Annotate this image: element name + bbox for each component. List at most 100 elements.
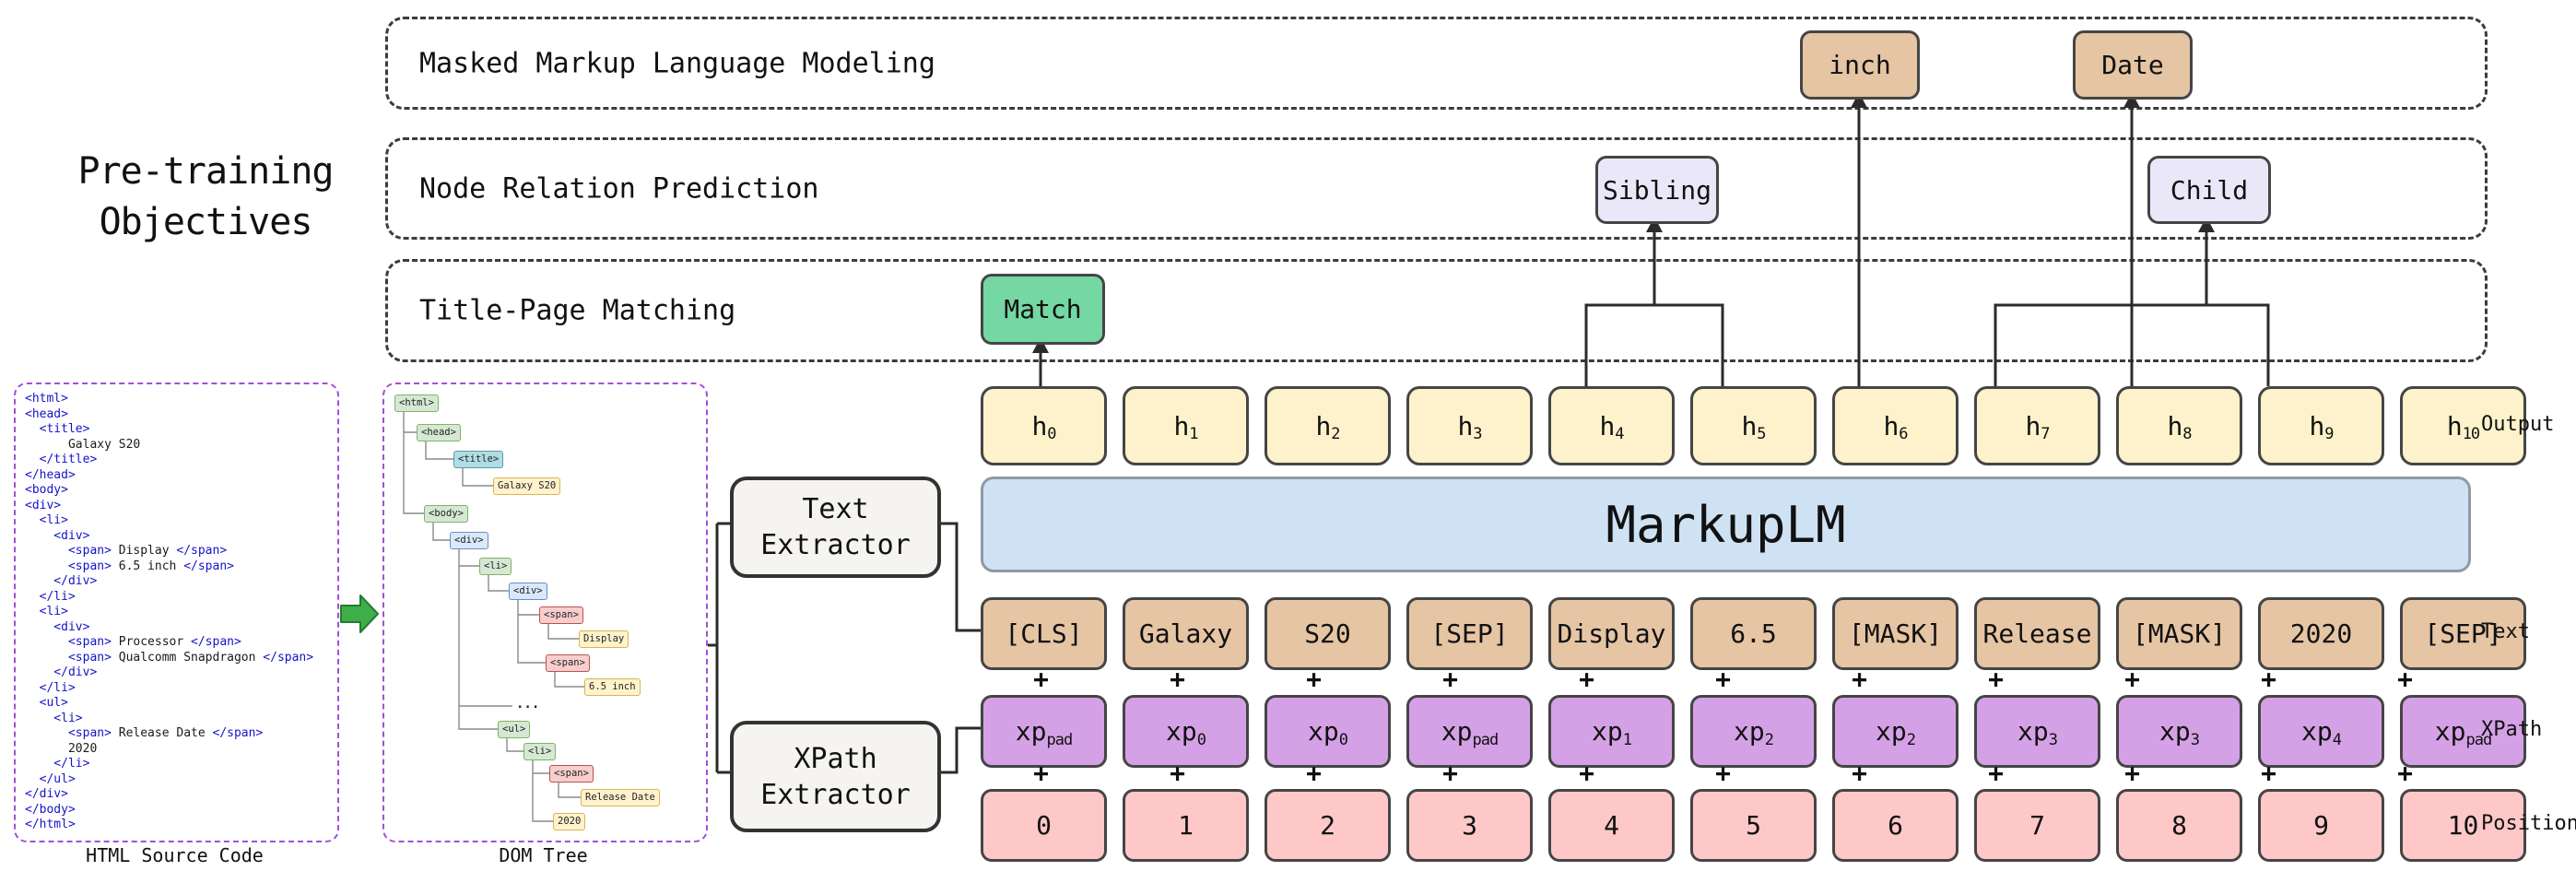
dom-node-head: <head> [417, 424, 461, 441]
code-line: </li> [25, 680, 76, 695]
row-label-text: Text [2481, 620, 2530, 643]
plus-sign: + [2397, 664, 2413, 694]
pretraining-objectives-title-line2: Objectives [99, 201, 313, 243]
text-extractor-label-line2: Extractor [760, 529, 911, 561]
plus-sign: + [1170, 664, 1185, 694]
token-date: Date [2073, 30, 2193, 100]
dom-node-html: <html> [394, 394, 439, 412]
dom-node-ellipsis: ... [516, 697, 540, 712]
code-line: <li> [25, 605, 68, 618]
code-line: </head> [25, 467, 76, 482]
position-token: 9 [2258, 789, 2384, 862]
dom-node-div: <div> [450, 532, 488, 549]
code-line: Galaxy S20 [25, 437, 141, 452]
dom-node-65-inch: 6.5 inch [584, 678, 641, 696]
position-token: 0 [981, 789, 1107, 862]
objective-box-nrp: Node Relation Prediction [385, 137, 2488, 240]
dom-node-li2: <li> [523, 743, 557, 760]
plus-sign: + [2124, 758, 2140, 788]
dom-node-display: Display [579, 630, 629, 648]
dom-node-span3: <span> [549, 765, 594, 783]
code-line: </div> [25, 665, 98, 679]
text-token: Display [1548, 597, 1675, 670]
code-line: <ul> [25, 696, 68, 710]
objective-box-tpm: Title-Page Matching [385, 259, 2488, 362]
code-line: <span> Qualcomm Snapdragon </span> [25, 650, 314, 665]
position-row: 0 1 2 3 4 5 6 7 8 9 10 [981, 789, 2526, 862]
transform-arrow-icon [340, 594, 379, 633]
text-token: [MASK] [2116, 597, 2242, 670]
plus-sign: + [1306, 664, 1322, 694]
dom-node-title: <title> [453, 451, 504, 468]
code-line: <div> [25, 498, 62, 512]
html-source-panel: <html> <head> <title> Galaxy S20 </title… [14, 383, 339, 842]
plus-sign: + [1306, 758, 1322, 788]
row-label-output: Output [2481, 413, 2555, 436]
objective-label-tpm: Title-Page Matching [419, 294, 736, 327]
token-inch: inch [1800, 30, 1920, 100]
text-row: [CLS] Galaxy S20 [SEP] Display 6.5 [MASK… [981, 597, 2526, 670]
code-line: </div> [25, 787, 68, 801]
dom-node-2020: 2020 [553, 813, 586, 830]
code-line: <span> Release Date </span> [25, 726, 264, 740]
html-source-code: <html> <head> <title> Galaxy S20 </title… [16, 384, 337, 833]
dom-node-release-date: Release Date [581, 789, 660, 806]
pretraining-objectives-title-line1: Pre-training [77, 150, 335, 193]
code-line: <span> Processor </span> [25, 635, 241, 649]
text-token: [SEP] [1406, 597, 1533, 670]
plus-sign: + [1442, 758, 1458, 788]
code-line: <span> 6.5 inch </span> [25, 559, 234, 573]
text-token: 2020 [2258, 597, 2384, 670]
xpath-extractor: XPath Extractor [730, 721, 941, 832]
row-label-xpath: XPath [2481, 718, 2543, 741]
plus-sign: + [1715, 758, 1731, 788]
plus-sign: + [1988, 758, 2004, 788]
code-line: </ul> [25, 771, 76, 786]
text-token: [SEP] [2400, 597, 2526, 670]
xpath-extractor-label-line1: XPath [794, 742, 877, 775]
plus-sign: + [1170, 758, 1185, 788]
plus-sign: + [1715, 664, 1731, 694]
text-token: Galaxy [1123, 597, 1249, 670]
plus-sign: + [1442, 664, 1458, 694]
dom-node-galaxy-s20: Galaxy S20 [493, 477, 561, 495]
code-line: </title> [25, 453, 98, 466]
objective-label-nrp: Node Relation Prediction [419, 172, 819, 205]
plus-row-text-xpath: + + + + + + + + + + + [981, 664, 2465, 694]
dom-node-ul: <ul> [498, 721, 531, 738]
code-line: <span> Display </span> [25, 544, 228, 558]
token-child: Child [2147, 156, 2271, 224]
plus-sign: + [1579, 664, 1594, 694]
text-token: 6.5 [1690, 597, 1817, 670]
text-token: [MASK] [1832, 597, 1958, 670]
position-token: 1 [1123, 789, 1249, 862]
plus-sign: + [1988, 664, 2004, 694]
position-token: 5 [1690, 789, 1817, 862]
token-match: Match [981, 274, 1105, 345]
position-token: 6 [1832, 789, 1958, 862]
code-line: </html> [25, 818, 76, 831]
dom-node-body: <body> [424, 505, 468, 523]
code-line: <div> [25, 528, 90, 543]
dom-node-div2: <div> [509, 583, 547, 600]
plus-row-xpath-position: + + + + + + + + + + + [981, 758, 2465, 788]
dom-node-span2: <span> [546, 654, 590, 672]
plus-sign: + [1033, 758, 1049, 788]
plus-sign: + [1579, 758, 1594, 788]
position-token: 3 [1406, 789, 1533, 862]
